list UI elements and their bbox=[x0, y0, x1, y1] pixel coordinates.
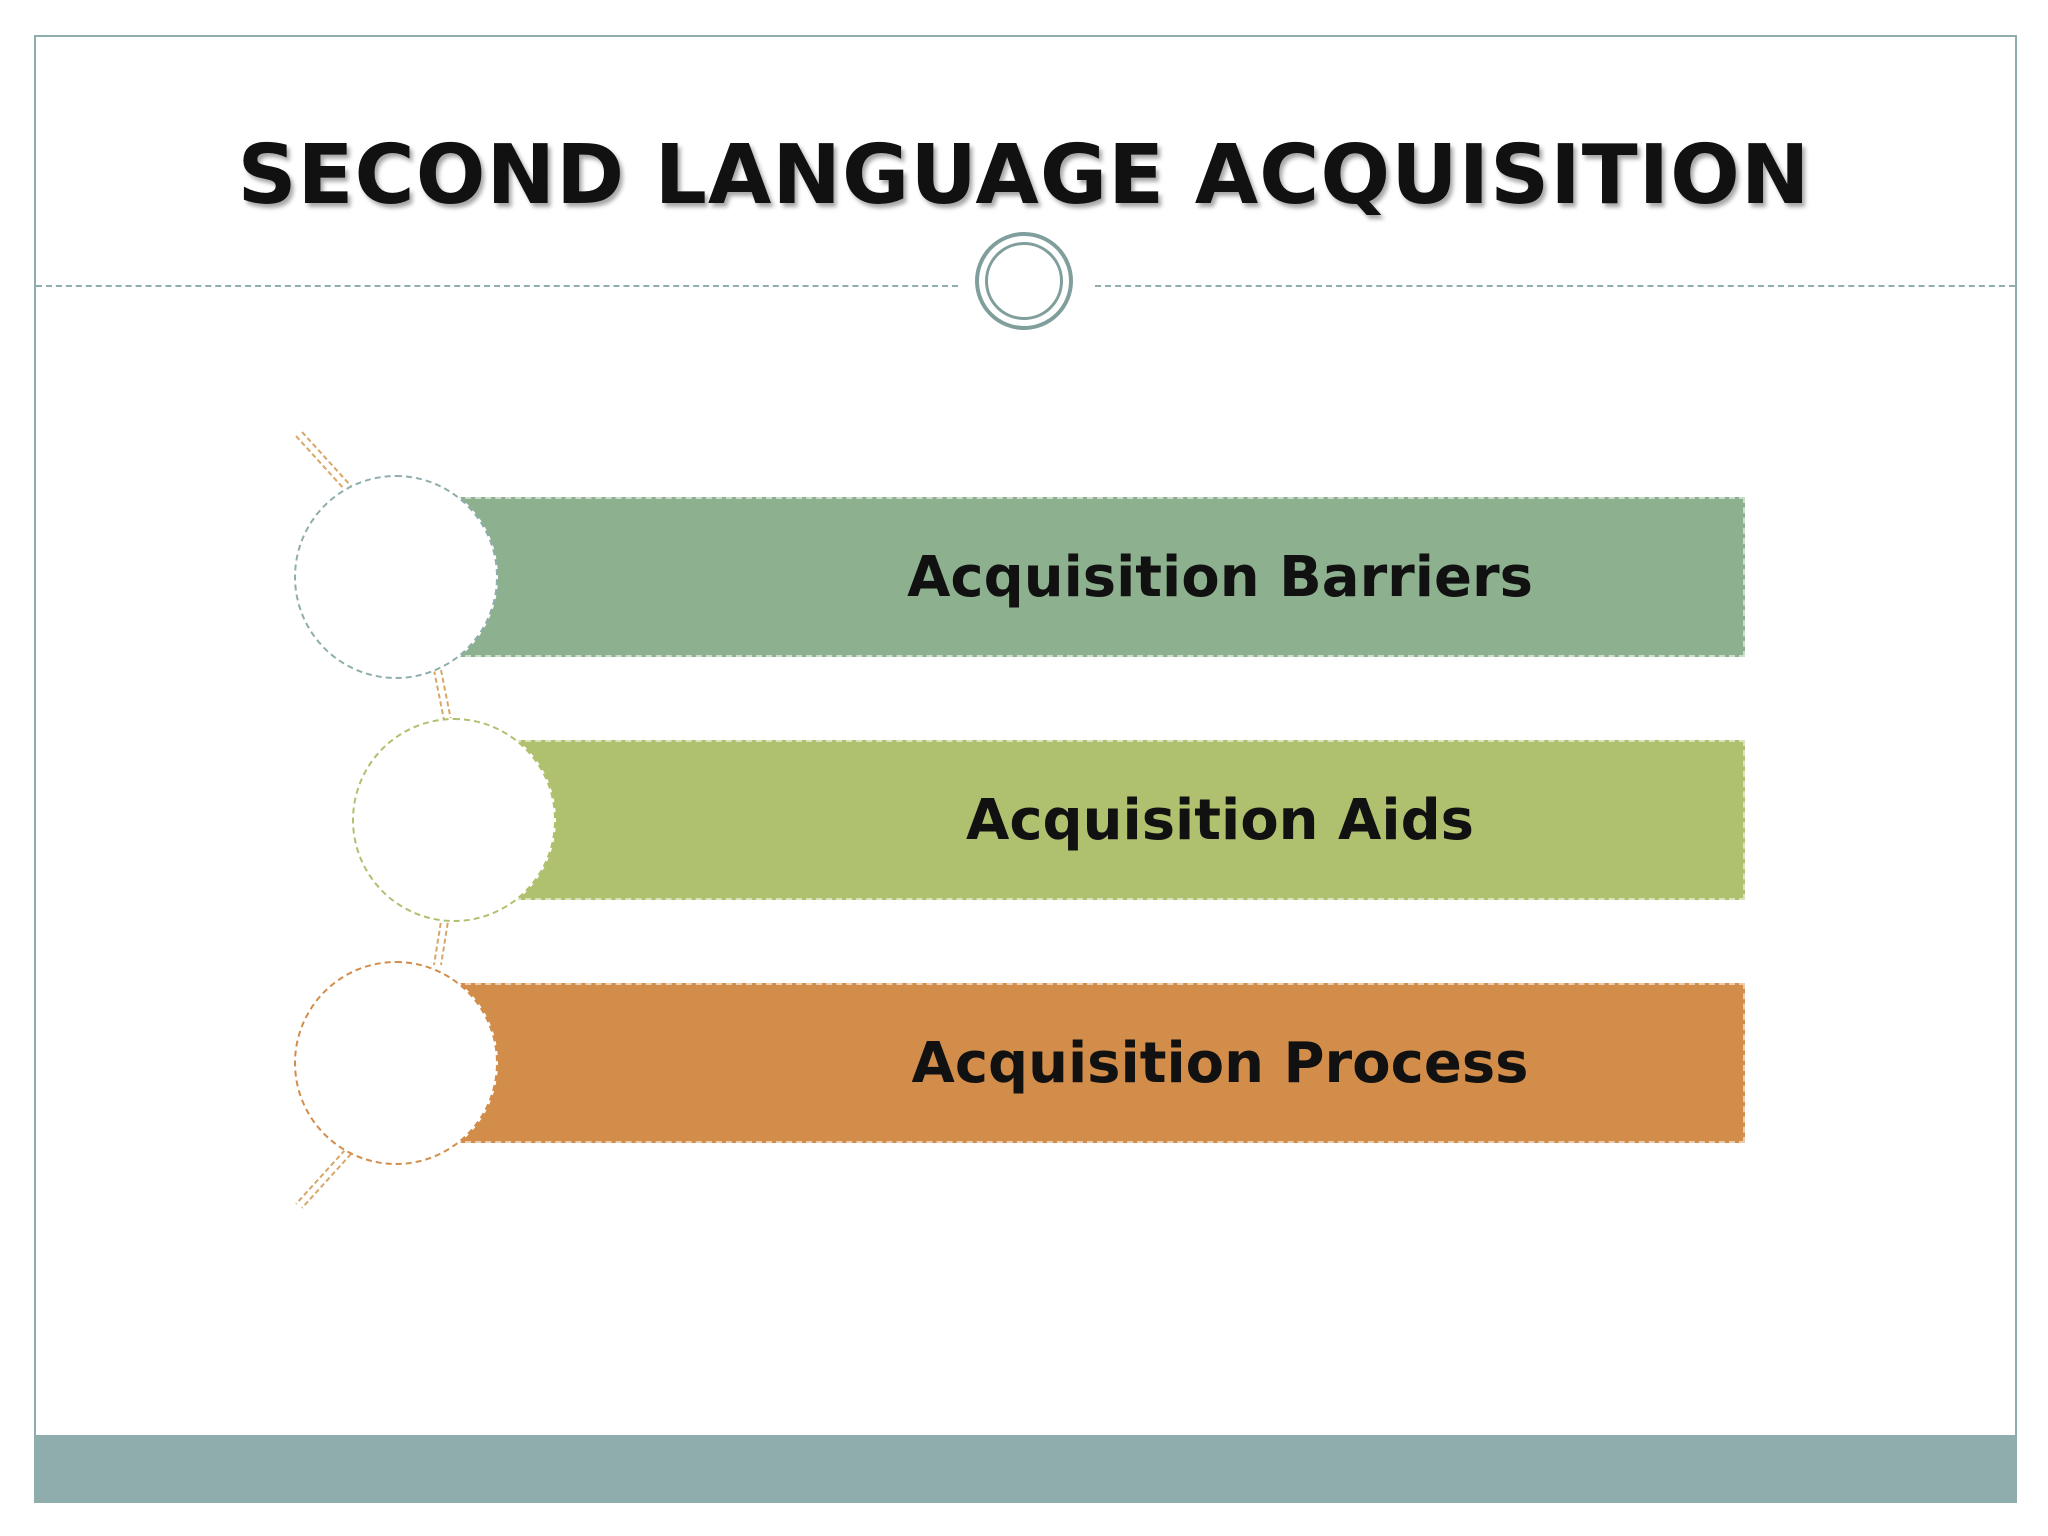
item-bar-acquisition-process: Acquisition Process bbox=[435, 983, 1745, 1143]
footer-band bbox=[34, 1435, 2017, 1503]
connector-1-2 bbox=[433, 669, 452, 721]
connector-top bbox=[295, 431, 352, 491]
connector-bottom bbox=[295, 1149, 352, 1209]
title-divider-ring bbox=[975, 232, 1073, 330]
item-label: Acquisition Process bbox=[911, 1030, 1529, 1096]
title-divider-right bbox=[1095, 285, 2015, 287]
item-node-circle bbox=[294, 475, 498, 679]
slide-title: SECOND LANGUAGE ACQUISITION bbox=[237, 128, 1811, 223]
connector-2-3 bbox=[433, 914, 450, 966]
item-node-circle bbox=[352, 718, 556, 922]
item-bar-acquisition-barriers: Acquisition Barriers bbox=[435, 497, 1745, 657]
item-bar-acquisition-aids: Acquisition Aids bbox=[495, 740, 1745, 900]
item-label: Acquisition Aids bbox=[966, 787, 1474, 853]
item-node-circle bbox=[294, 961, 498, 1165]
title-divider-ring-inner bbox=[985, 242, 1063, 320]
item-label: Acquisition Barriers bbox=[907, 544, 1533, 610]
title-divider-left bbox=[36, 285, 958, 287]
